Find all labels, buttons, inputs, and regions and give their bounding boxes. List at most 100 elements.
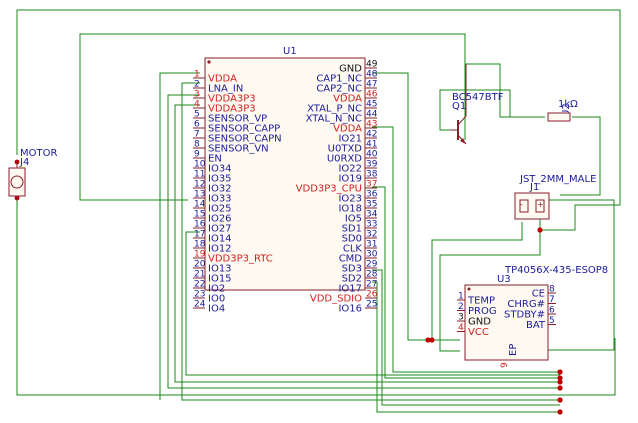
u1-left-pin-name: IO27 [208,224,232,235]
u3-ep-pin-number: 9 [500,362,510,368]
u1-right-pin-number: 30 [366,250,378,260]
wire-resistor-right [560,116,601,196]
wire-vdd3p3-cpu [372,186,560,379]
j1-ref: J1 [529,182,539,193]
u1-right-pin-name: SD2 [342,274,362,285]
u3-right-pin-name: CE [532,289,545,300]
u1-right-pin-number: 39 [366,160,378,170]
wire-motor-bottom [16,200,616,396]
u1-right-pin-name: VDD3P3_CPU [296,184,362,195]
u1-left-pin-number: 14 [194,200,206,210]
u1-left-pin-name: IO12 [208,244,232,255]
wire-u1-pin4 [174,104,560,383]
u1-left-pin-number: 18 [194,240,206,250]
u1-left-pin-name: IO32 [208,184,232,195]
u1-left-pin-number: 2 [194,80,200,90]
wire-u1-pin3 [167,94,560,389]
u1-left-pin-name: IO26 [208,214,232,225]
u3-left-pin-name: PROG [468,306,497,317]
j1-slot-minus [519,199,529,213]
u1-right-pin-number: 31 [366,240,377,250]
resistor-u2[interactable]: 1kΩ U2 [547,99,578,122]
u1-left-pin-name: IO15 [208,274,232,285]
wire-u1-pin1 [159,72,200,400]
u3-value: TP4056X-435-ESOP8 [504,265,608,276]
u1-right-pin-name: IO19 [338,174,362,185]
u1-left-pin-name: SENSOR_CAPP [208,124,280,135]
junction-gnd-1 [425,337,431,343]
u3-left-pin-number: 4 [458,323,464,333]
u1-right-pin-number: 33 [366,220,377,230]
u1-left-pin-name: IO34 [208,164,232,175]
wires [16,9,621,413]
u1-left-pin-number: 5 [194,110,200,120]
u1-right-pin-name: VDDA [333,124,362,135]
q1-collector [457,115,467,126]
u3-body [464,284,549,361]
u1-left-pin-number: 22 [194,280,205,290]
u1-right-pin-name: CAP1_NC [316,74,362,85]
u1-left-pin-number: 16 [194,220,206,230]
u1-right-pin-name: CLK [343,244,363,255]
u1-right-pin-number: 34 [366,210,378,220]
u1-left-pin-number: 17 [194,230,205,240]
j4-ref: J4 [19,157,29,168]
u3-left-pin-number: 1 [458,292,464,302]
wire-transistor-collector [465,63,545,118]
u1-right-pin-name: VDD_SDIO [310,294,362,305]
u1-left-pin-name: IO4 [208,304,225,315]
u1-body [204,57,366,291]
u1-right-pin-name: IO17 [338,284,362,295]
u1-right-pin-name: IO5 [345,214,362,225]
u3-left-pin-name: TEMP [467,296,495,307]
u2-ref: U2 [561,103,572,117]
junction-bus-5 [557,397,563,403]
u1-left-pin-name: IO13 [208,264,232,275]
u1-right-pin-number: 27 [366,280,377,290]
u1-right-pin-number: 37 [366,180,377,190]
u1-left-pin-number: 21 [194,270,205,280]
connector-j1[interactable]: JST_2MM_MALE J1 - + [514,174,596,220]
u1-right-pin-name: XTAL_P_NC [307,104,362,115]
u1-left-pin-name: IO0 [208,294,225,305]
wire-io16 [372,281,560,413]
junction-bus-4 [557,385,563,391]
junction-bus-6 [557,409,563,415]
u3-right-pin-number: 5 [549,316,555,326]
u1-right-pin-number: 35 [366,200,377,210]
wire-u3-vcc [439,230,541,352]
u1-left-pin-name: VDDA3P3 [208,104,256,115]
u1-left-pin-number: 8 [194,140,200,150]
u1-right-pin-name: GND [339,64,362,75]
motor-j4[interactable]: MOTOR J4 [8,148,57,200]
u3-ep-pin-name: EP [508,344,519,356]
u3-ref: U3 [497,274,511,285]
j1-plus-label: + [537,200,544,209]
u1-left-pin-name: SENSOR_VN [208,144,269,155]
u1-left-pin-number: 12 [194,180,205,190]
u1-left-pin-number: 23 [194,290,205,300]
u1-right-pin-name: SD0 [342,234,362,245]
u1-ref: U1 [283,46,297,57]
u1-left-pin-number: 13 [194,190,205,200]
u1-right-pin-number: 40 [366,150,378,160]
u1-left-pin-number: 7 [194,130,200,140]
junction-j1 [537,227,543,233]
j1-minus-label: - [520,200,523,209]
u1-left-pin-name: IO35 [208,174,232,185]
wire-vdda-43 [372,126,560,373]
u1-right-pin-name: IO21 [338,134,362,145]
u1-left-pin-number: 20 [194,260,206,270]
transistor-q1[interactable]: BC547BTF Q1 [450,64,504,145]
u1-left-pin-number: 1 [194,70,200,80]
q1-ref: Q1 [452,101,466,112]
u1-left-pin-name: IO33 [208,194,232,205]
u1-left-pin-name: LNA_IN [208,84,243,95]
u1-right-pin-name: VDDA [333,94,362,105]
junction-bus-2 [557,375,563,381]
